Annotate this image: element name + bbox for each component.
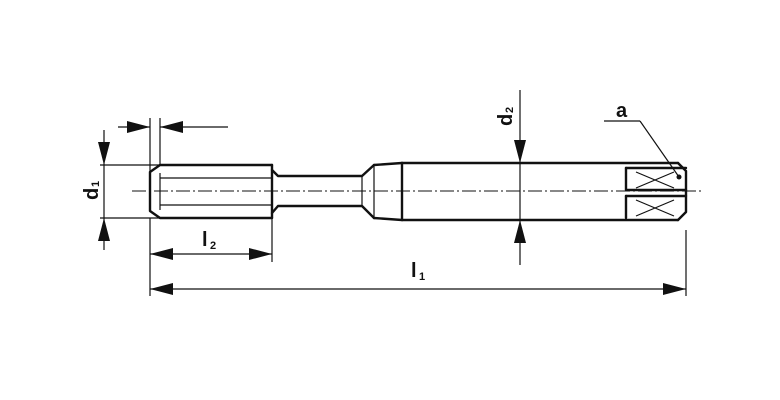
- shank-taper-top: [372, 161, 404, 167]
- svg-text:a: a: [616, 100, 628, 122]
- svg-text:1: 1: [419, 271, 425, 283]
- threaded-section: [148, 163, 274, 220]
- l2-subscript: 2: [210, 240, 216, 252]
- chamfer-dimension: [118, 118, 228, 172]
- d2-label: d: [495, 114, 517, 126]
- neck-bottom: [270, 204, 376, 220]
- a-label: a: [616, 100, 628, 122]
- svg-text:1: 1: [90, 181, 102, 187]
- svg-text:2: 2: [504, 107, 516, 113]
- dimension-l2: l 2: [149, 218, 273, 262]
- l1-subscript: 1: [419, 271, 425, 283]
- d2-subscript: 2: [504, 107, 516, 113]
- shank-taper-bottom: [372, 216, 404, 222]
- square-drive: [624, 166, 688, 220]
- dimension-d2: d 2: [495, 90, 526, 265]
- svg-text:l: l: [411, 260, 417, 282]
- svg-text:l: l: [202, 229, 208, 251]
- svg-text:d: d: [495, 114, 517, 126]
- tap-body-outline: [148, 161, 688, 222]
- d1-subscript: 1: [90, 181, 102, 187]
- svg-text:2: 2: [210, 240, 216, 252]
- d1-label: d: [81, 188, 103, 200]
- neck-top: [270, 163, 376, 178]
- l2-label: l: [202, 229, 208, 251]
- svg-text:d: d: [81, 188, 103, 200]
- l1-label: l: [411, 260, 417, 282]
- leader-a: a: [604, 100, 682, 180]
- dimension-l1: l 1: [149, 230, 687, 296]
- dimension-d1: d 1: [81, 130, 160, 250]
